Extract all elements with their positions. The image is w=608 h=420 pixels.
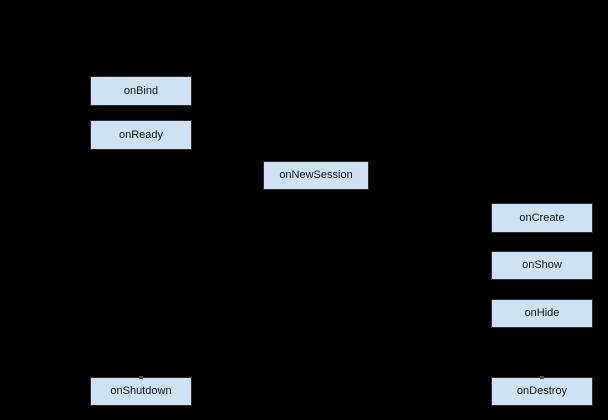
lifecycle-node-onShutdown: onShutdown xyxy=(90,376,192,406)
node-label: onShutdown xyxy=(110,385,172,397)
node-label: onCreate xyxy=(519,211,565,224)
lifecycle-node-onHide: onHide xyxy=(491,299,593,328)
lifecycle-node-onShow: onShow xyxy=(491,251,593,280)
arrow-tip-artifact xyxy=(540,376,544,379)
node-label: onDestroy xyxy=(516,385,568,397)
lifecycle-node-onBind: onBind xyxy=(90,76,192,106)
node-label: onBind xyxy=(123,84,159,97)
arrow-tip-artifact xyxy=(139,376,143,379)
lifecycle-node-onCreate: onCreate xyxy=(491,203,593,233)
node-label: onShow xyxy=(522,259,562,271)
node-label: onNewSession xyxy=(279,169,353,181)
lifecycle-node-onNewSession: onNewSession xyxy=(263,161,369,190)
node-label: onReady xyxy=(118,128,164,141)
lifecycle-node-onReady: onReady xyxy=(90,120,192,150)
node-label: onHide xyxy=(524,307,560,319)
lifecycle-node-onDestroy: onDestroy xyxy=(491,376,593,406)
